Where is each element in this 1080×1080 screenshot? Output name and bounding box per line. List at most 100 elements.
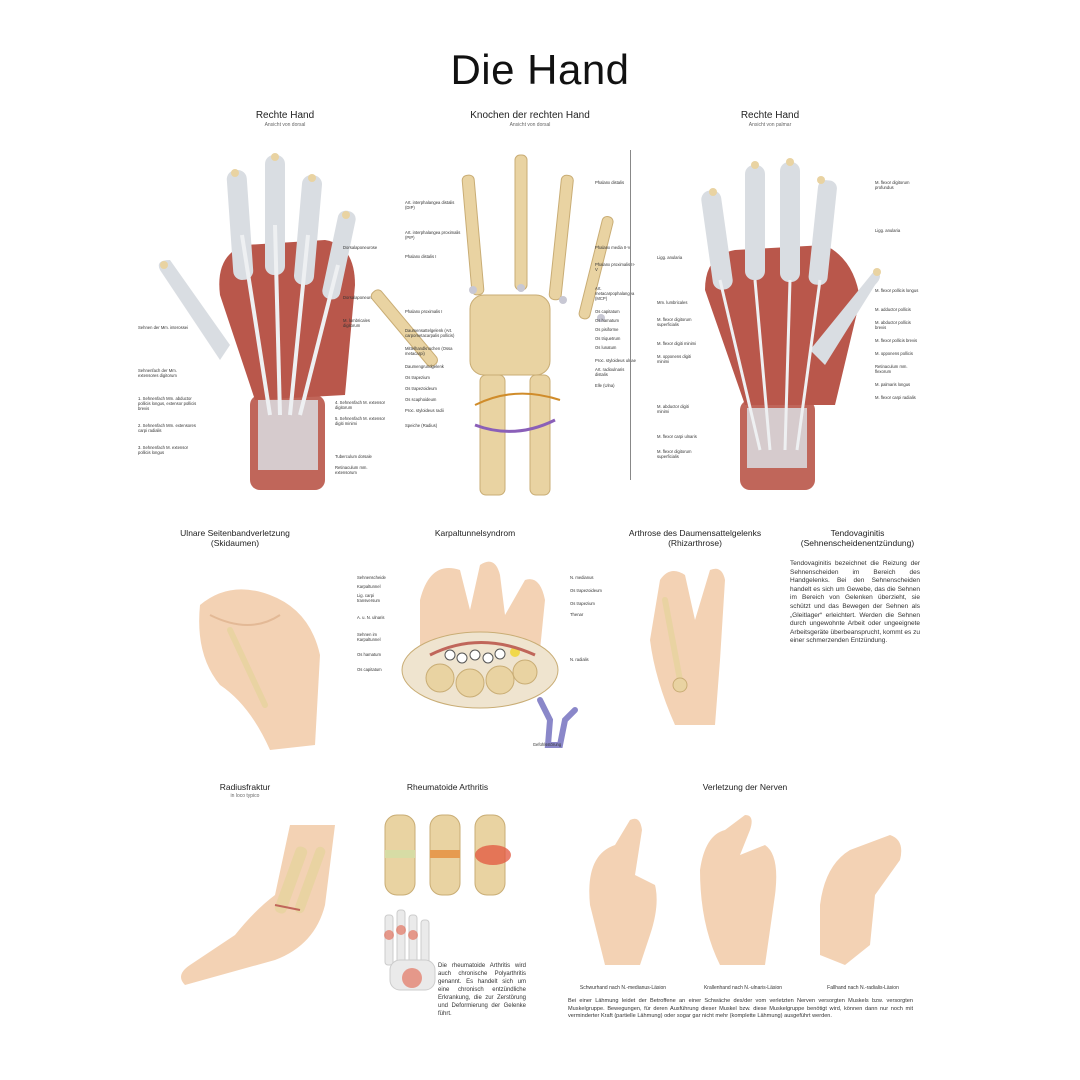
label: 3. Sehnenfach M. extensor pollicis longu… [138,445,189,455]
label: M. flexor pollicis longus [875,288,919,293]
label: Thenar [570,612,584,617]
section-title-line2: (Sehnenscheidenentzündung) [800,538,915,548]
label: Os trapezium [570,601,595,606]
section-title-line2: (Rhizarthrose) [668,538,722,548]
label: Ligg. anularia [657,255,683,260]
tendovaginitis-text: Tendovaginitis bezeichnet die Reizung de… [790,560,920,645]
caption-krallenhand: Krallenhand nach N.-ulnaris-Läsion [703,985,783,991]
label: Art. metacarpophalangea (MCP) [595,286,635,301]
karpaltunnel-labels-left: Sehnenscheide Karpaltunnel Lig. carpi tr… [357,575,397,672]
poster-title: Die Hand [450,46,630,93]
section-subtitle: Ansicht von dorsal [264,122,306,128]
section-title: Rechte Hand [740,110,800,121]
label: 2. Sehnenfach Mm. extensores carpi radia… [138,423,196,433]
label: Phalanx media II-V [595,245,631,250]
label: M. opponens pollicis [875,351,913,356]
label: M. adductor pollicis [875,307,911,312]
section-title: Knochen der rechten Hand [470,110,590,121]
label: Dorsalaponeurose [343,245,378,250]
label: M. flexor carpi ulnaris [657,434,697,439]
label: Lig. carpi transversum [357,593,381,603]
label: Os capitatum [357,667,382,672]
label: 5. Sehnenfach M. extensor digiti minimi [335,416,386,426]
nerven-captions: Schwurhand nach N.-medianus-Läsion Krall… [568,985,918,991]
section-title: Rechte Hand [255,110,315,121]
bones-labels-right: Phalanx distalis Phalanx media II-V Phal… [595,180,637,388]
label: Elle (Ulna) [595,383,615,388]
label: Os lunatum [595,345,617,350]
label: Phalanx proximalis II-V [595,262,636,272]
label: Retinaculum mm. extensorum [335,465,368,475]
section-title: Tendovaginitis [830,528,885,538]
label: M. flexor carpi radialis [875,395,916,400]
label: Retinaculum mm. flexorum [875,364,908,374]
karpaltunnel-illustration [401,561,578,748]
dorsal-labels-left: Sehnen der Mm. interossei Sehnenfach der… [138,325,198,455]
label: Sehnenscheide [357,575,386,580]
nerven-text: Bei einer Lähmung leidet der Betroffene … [568,998,913,1019]
label: M. flexor digitorum profundus [875,180,910,190]
label: Sehnen im Karpaltunnel [357,632,381,642]
label: M. flexor pollicis brevis [875,338,918,343]
label: N. radialis [570,657,589,662]
dorsal-hand-illustration [158,153,356,490]
label: Os hamatum [357,652,381,657]
label: Mm. lumbricales [657,300,688,305]
bones-group-bracket [630,150,639,480]
label: M. flexor digitorum superficialis [657,449,692,459]
label: Ligg. anularia [875,228,901,233]
label: M. flexor digitorum superficialis [657,317,692,327]
label: Os trapezoideum [405,386,437,391]
label: Phalanx distalis [595,180,625,185]
palmar-labels-left: Ligg. anularia Mm. lumbricales M. flexor… [657,255,699,459]
skidaumen-illustration [199,589,320,750]
palmar-hand-illustration [701,158,881,490]
section-subtitle: in loco typico [230,793,260,799]
dorsal-labels-bottom: 4. Sehnenfach M. extensor digitorum 5. S… [335,400,390,475]
label: Os hamatum [595,318,619,323]
caption-schwurhand: Schwurhand nach N.-medianus-Läsion [579,985,667,991]
label: N. medianus [570,575,594,580]
rheuma-illustration [384,814,511,991]
section-title: Arthrose des Daumensattelgelenks [628,528,762,538]
palmar-labels-right: M. flexor digitorum profundus Ligg. anul… [875,180,920,400]
label: Os trapezium [405,375,430,380]
section-tendovaginitis: Tendovaginitis (Sehnenscheidenentzündung… [780,528,935,548]
hand-bones-illustration [370,154,614,496]
section-title: Radiusfraktur [219,782,271,792]
label: M. abductor digiti minimi [657,404,689,414]
label: Sehnenfach der Mm. extensores digitorum [138,368,177,378]
label: Art. interphalangea proximalis (PIP) [405,230,461,240]
label: A. u. N. ulnaris [357,615,385,620]
rheuma-text: Die rheumatoide Arthritis wird auch chro… [438,963,526,1017]
label: Mittelhandknochen (Ossa metacarpi) [405,346,453,356]
label: Phalanx distalis I [405,254,437,259]
label: 4. Sehnenfach M. extensor digitorum [335,400,386,410]
label: Art. interphalangea distalis (DIP) [405,200,455,210]
label: Speiche (Radius) [405,423,438,428]
section-hand-dorsal: Rechte Hand Ansicht von dorsal [195,110,375,128]
section-title: Karpaltunnelsyndrom [434,528,516,538]
nerven-illustration [589,815,902,965]
label: Daumensattelgelenk (Art. carpometacarpal… [405,328,455,338]
label: Os capitatum [595,309,620,314]
label: Art. radioulnaris distalis [595,367,625,377]
label: M. lumbricales digitorum [343,318,370,328]
section-rheuma: Rheumatoide Arthritis [375,782,520,792]
section-subtitle: Ansicht von palmar [748,122,792,128]
section-rhizarthrose: Arthrose des Daumensattelgelenks (Rhizar… [615,528,775,548]
label: Proc. styloideus ulnae [595,358,636,363]
label: M. abductor pollicis brevis [875,320,911,330]
rhizarthrose-illustration [650,568,725,725]
label: Os triquetrum [595,336,621,341]
label: Os scaphoideum [405,397,437,402]
label: 1. Sehnenfach Mm. abductor pollicis long… [138,396,197,411]
section-hand-palmar: Rechte Hand Ansicht von palmar [680,110,860,128]
section-radiusfraktur: Radiusfraktur in loco typico [185,782,305,799]
label: M. opponens digiti minimi [657,354,691,364]
karpaltunnel-labels-right: N. medianus Os trapezoideum Os trapezium… [570,575,610,662]
label: M. flexor digiti minimi [657,341,697,346]
section-title: Verletzung der Nerven [702,782,788,792]
radiusfraktur-illustration [181,825,335,985]
bones-labels-left: Art. interphalangea distalis (DIP) Art. … [405,200,465,428]
